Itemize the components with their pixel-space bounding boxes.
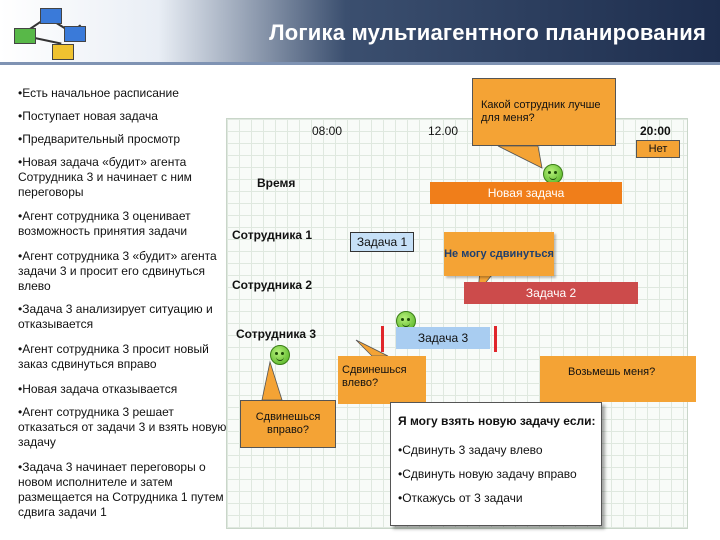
bullet-item: •Есть начальное расписание bbox=[18, 86, 179, 100]
new-task-bar[interactable]: Новая задача bbox=[430, 182, 622, 204]
task-3-bar[interactable]: Задача 3 bbox=[396, 327, 490, 349]
tick-2000: 20:00 bbox=[640, 124, 671, 138]
bullet-item: •Агент сотрудника 3 просит новый заказ с… bbox=[18, 342, 209, 371]
logo-green-square bbox=[14, 28, 36, 44]
callout-take-me: Возьмешь меня? bbox=[540, 356, 696, 402]
row-label-employee-2: Сотрудника 2 bbox=[232, 278, 313, 292]
row-label-employee-1: Сотрудника 1 bbox=[232, 228, 313, 242]
bullet-item: •Новая задача отказывается bbox=[18, 382, 178, 396]
callout-shift-left: Сдвинешься влево? bbox=[338, 356, 426, 404]
pointer-which-employee bbox=[497, 145, 543, 169]
callout-which-employee-text: Какой сотрудник лучше для меня? bbox=[481, 99, 601, 124]
row-label-employee-3: Сотрудника 3 bbox=[236, 327, 317, 341]
smiley-icon bbox=[543, 164, 563, 184]
bullet-item: •Новая задача «будит» агента Сотрудника … bbox=[18, 155, 192, 199]
logo-yellow-square bbox=[52, 44, 74, 60]
callout-cannot-move: Не могу сдвинуться bbox=[444, 232, 554, 276]
conditions-box bbox=[390, 402, 602, 526]
header-divider bbox=[0, 62, 720, 65]
page-title: Логика мультиагентного планирования bbox=[269, 20, 706, 45]
time-label: Время bbox=[257, 176, 296, 190]
logo-blue-square bbox=[40, 8, 62, 24]
tick-1200: 12.00 bbox=[428, 124, 459, 138]
smiley-icon bbox=[270, 345, 290, 365]
callout-shift-right: Сдвинешься вправо? bbox=[240, 400, 336, 448]
tick-0800: 08:00 bbox=[312, 124, 343, 138]
condition-item: •Откажусь от 3 задачи bbox=[398, 491, 523, 505]
pointer-shift-right bbox=[261, 360, 283, 401]
bullet-item: •Поступает новая задача bbox=[18, 109, 158, 123]
conditions-heading: Я могу взять новую задачу если: bbox=[398, 414, 596, 428]
bullet-item: •Агент сотрудника 3 «будит» агента задач… bbox=[18, 249, 217, 293]
red-marker-right bbox=[494, 326, 497, 352]
condition-item: •Сдвинуть 3 задачу влево bbox=[398, 443, 543, 457]
bullet-item: •Агент сотрудника 3 решает отказаться от… bbox=[18, 405, 227, 449]
bullet-item: •Агент сотрудника 3 оценивает возможност… bbox=[18, 209, 191, 238]
logo-blue-square bbox=[64, 26, 86, 42]
red-marker-left bbox=[381, 326, 384, 352]
header-bar bbox=[0, 0, 720, 62]
task-1-bar[interactable]: Задача 1 bbox=[350, 232, 414, 252]
bullet-item: •Задача 3 анализирует ситуацию и отказыв… bbox=[18, 302, 213, 331]
task-2-bar[interactable]: Задача 2 bbox=[464, 282, 638, 304]
callout-no: Нет bbox=[636, 140, 680, 158]
bullet-item: •Предварительный просмотр bbox=[18, 132, 181, 146]
condition-item: •Сдвинуть новую задачу вправо bbox=[398, 467, 577, 481]
callout-which-employee: Какой сотрудник лучше для меня? bbox=[472, 78, 616, 146]
bullet-item: •Задача 3 начинает переговоры о новом ис… bbox=[18, 460, 224, 519]
